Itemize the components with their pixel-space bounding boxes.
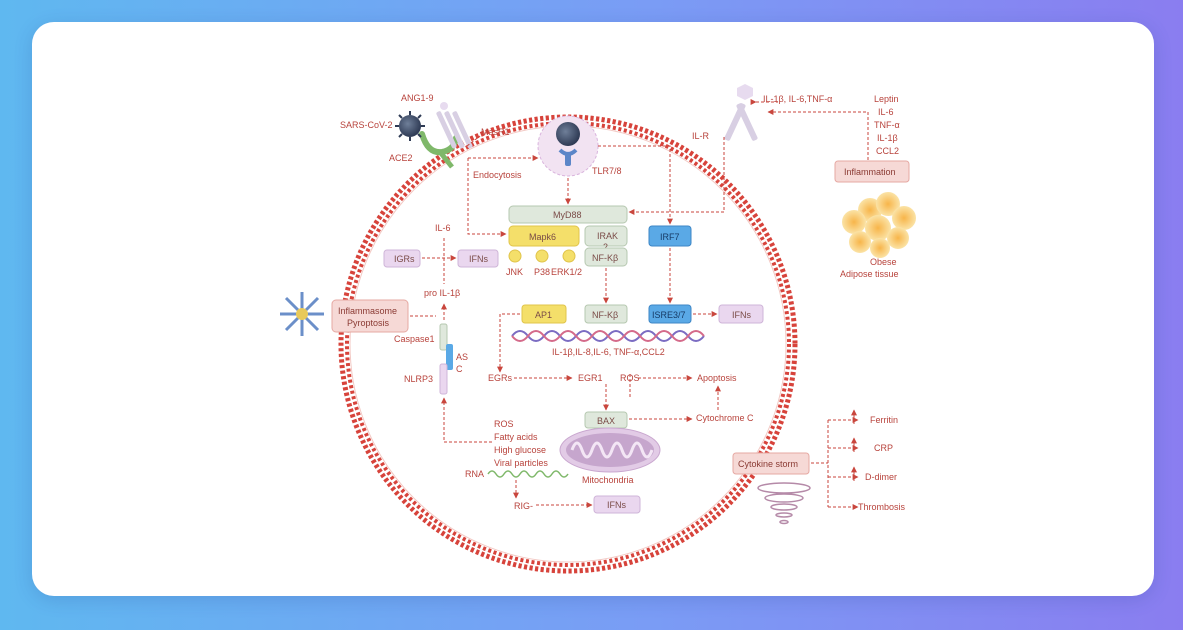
tnf-right-label: TNF-α: [874, 120, 900, 130]
ifns-bottom-box: [593, 495, 641, 514]
masr1-receptor-icon: [436, 102, 473, 149]
ccl2-right-label: CCL2: [876, 146, 899, 156]
irf7-label: IRF7: [660, 232, 680, 242]
ferritin-label: Ferritin: [870, 415, 898, 425]
mitochondria-icon: [559, 427, 661, 473]
sars-cov-2-virus-icon: [395, 111, 425, 141]
tornado-icon: [757, 482, 811, 525]
irf7-box: [648, 225, 692, 247]
pyroptosis-label: Pyroptosis: [347, 318, 390, 328]
ang-label: ANG1-9: [401, 93, 434, 103]
rig-label: RIG-: [514, 501, 533, 511]
glucose-label: High glucose: [494, 445, 546, 455]
ifns-mid-box: [718, 304, 764, 324]
c-label: C: [456, 364, 463, 374]
diagram-card: ANG1-9 SARS-CoV-2 ACE2 MasR1 Endocytosis…: [32, 22, 1154, 596]
erk-dot: [562, 249, 576, 263]
viral-label: Viral particles: [494, 458, 548, 468]
cytokines-top-label: IL-1β, IL-6,TNF-α: [763, 94, 832, 104]
nlrp3-label: NLRP3: [404, 374, 433, 384]
mapk6-label: Mapk6: [529, 232, 556, 242]
il6-right-label: IL-6: [878, 107, 894, 117]
cytokine-storm-label: Cytokine storm: [738, 459, 798, 469]
myd88-box: [508, 205, 628, 224]
dna-helix-icon: [511, 330, 705, 342]
rna-strand-icon: [487, 470, 569, 478]
tlr-label: TLR7/8: [592, 166, 622, 176]
obese-label: Obese: [870, 257, 897, 267]
cytokine-storm-box: [732, 452, 810, 475]
nfkb-small-box: [584, 247, 628, 267]
adipose-tissue-icon: [842, 192, 916, 258]
inflammation-label: Inflammation: [844, 167, 896, 177]
inflammation-box: [834, 160, 910, 183]
ap1-box: [521, 304, 567, 324]
ace2-label: ACE2: [389, 153, 413, 163]
irak-label: IRAK: [597, 231, 618, 241]
endocytosis-label: Endocytosis: [473, 170, 522, 180]
il-receptor-icon: [724, 84, 758, 141]
stimuli-list: ROS Fatty acids High glucose Viral parti…: [494, 419, 548, 468]
jnk-dot: [508, 249, 522, 263]
thrombosis-label: Thrombosis: [858, 502, 906, 512]
irak-number: 2: [603, 242, 608, 252]
adipose-label: Adipose tissue: [840, 269, 899, 279]
adipokine-list: Leptin IL-6 TNF-α IL-1β CCL2: [874, 94, 900, 156]
ifns-bottom-label: IFNs: [607, 500, 626, 510]
crp-label: CRP: [874, 443, 893, 453]
igrs-label: IGRs: [394, 254, 415, 264]
pro-il1b-label: pro IL-1β: [424, 288, 460, 298]
isre-label: ISRE3/7: [652, 310, 686, 320]
inflammasome-icon: [280, 292, 324, 336]
nfkb-small-label: NF-Kβ: [592, 253, 618, 263]
bax-label: BAX: [597, 416, 615, 426]
p38-dot: [535, 249, 549, 263]
as-label: AS: [456, 352, 468, 362]
mapk6-box: [508, 225, 580, 247]
masr1-pointer: [466, 135, 481, 147]
nfkb-mid-label: NF-Kβ: [592, 310, 618, 320]
ifns-left-box: [457, 249, 499, 268]
ros-list-label: ROS: [494, 419, 514, 429]
isre-box: [648, 304, 692, 324]
ilr-label: IL-R: [692, 131, 710, 141]
ddimer-label: D-dimer: [865, 472, 897, 482]
adipokine-arrow: [767, 109, 869, 160]
cytochrome-label: Cytochrome C: [696, 413, 754, 423]
apoptosis-label: Apoptosis: [697, 373, 737, 383]
masr1-label: MasR1: [481, 127, 510, 137]
igrs-box: [383, 249, 421, 268]
caspase-bar: [439, 323, 448, 351]
myd88-label: MyD88: [553, 210, 582, 220]
fatty-label: Fatty acids: [494, 432, 538, 442]
nfkb-mid-box: [584, 304, 628, 324]
tlr-endosome-icon: [537, 115, 599, 177]
ifns-left-label: IFNs: [469, 254, 488, 264]
inflammasome-box: [331, 299, 409, 333]
erk-label: ERK1/2: [551, 267, 582, 277]
il6-left-label: IL-6: [435, 223, 451, 233]
pathway-arrows: [410, 99, 778, 443]
inflammasome-label: Inflammasome: [338, 306, 397, 316]
jnk-label: JNK: [506, 267, 523, 277]
rna-label: RNA: [465, 469, 484, 479]
irak-box: [584, 225, 628, 247]
mitochondria-label: Mitochondria: [582, 475, 634, 485]
leptin-label: Leptin: [874, 94, 899, 104]
sars-label: SARS-CoV-2: [340, 120, 393, 130]
p38-label: P38: [534, 267, 550, 277]
nlrp3-bar: [439, 363, 448, 395]
ifns-mid-label: IFNs: [732, 310, 751, 320]
dna-cytokines-label: IL-1β,IL-8,IL-6, TNF-α,CCL2: [552, 347, 665, 357]
il1b-right-label: IL-1β: [877, 133, 898, 143]
pathway-diagram: ANG1-9 SARS-CoV-2 ACE2 MasR1 Endocytosis…: [280, 84, 916, 574]
caspase-label: Caspase1: [394, 334, 435, 344]
egrs-label: EGRs: [488, 373, 513, 383]
ap1-label: AP1: [535, 310, 552, 320]
asc-bar: [446, 344, 453, 370]
egr1-label: EGR1: [578, 373, 603, 383]
ros-top-label: ROS: [620, 373, 640, 383]
